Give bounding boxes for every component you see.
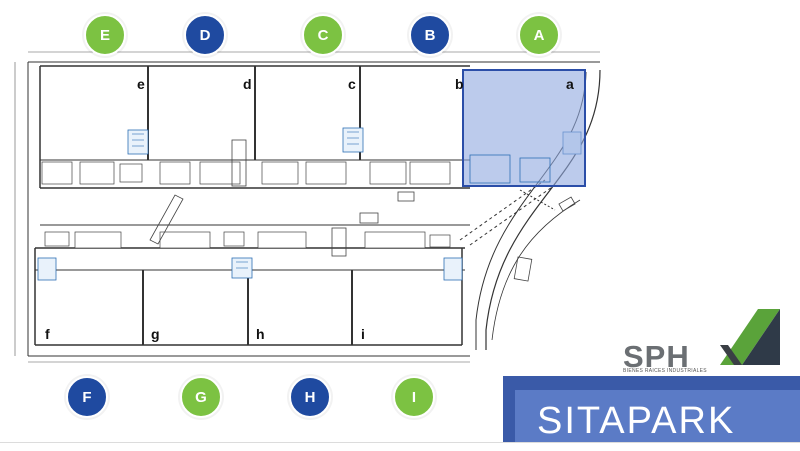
badge-d[interactable]: D xyxy=(184,14,226,56)
badge-f[interactable]: F xyxy=(66,376,108,418)
unit-a-highlight[interactable] xyxy=(462,69,586,187)
badge-c[interactable]: C xyxy=(302,14,344,56)
unit-label-e: e xyxy=(137,76,145,92)
sph-check-icon xyxy=(720,309,780,365)
badge-label: E xyxy=(99,26,110,44)
unit-label-d: d xyxy=(243,76,252,92)
logo-word: SPH xyxy=(623,339,690,374)
unit-label-b: b xyxy=(455,76,464,92)
unit-label-g: g xyxy=(151,326,160,342)
unit-label-f: f xyxy=(45,326,50,342)
badge-label: F xyxy=(82,388,92,406)
badge-label: G xyxy=(195,388,207,406)
badge-i[interactable]: I xyxy=(393,376,435,418)
badge-h[interactable]: H xyxy=(289,376,331,418)
badge-label: C xyxy=(317,26,329,44)
badge-a[interactable]: A xyxy=(518,14,560,56)
banner-panel xyxy=(515,390,800,442)
badge-label: D xyxy=(199,26,211,44)
unit-label-a: a xyxy=(566,76,574,92)
unit-label-c: c xyxy=(348,76,356,92)
badge-b[interactable]: B xyxy=(409,14,451,56)
unit-label-i: i xyxy=(361,326,365,342)
badge-label: A xyxy=(533,26,545,44)
unit-label-h: h xyxy=(256,326,265,342)
badge-label: I xyxy=(411,388,417,406)
badge-e[interactable]: E xyxy=(84,14,126,56)
badge-label: B xyxy=(424,26,436,44)
badge-label: H xyxy=(304,388,316,406)
banner-title: SITAPARK xyxy=(537,400,736,442)
logo-subtitle: BIENES RAICES INDUSTRIALES xyxy=(623,368,707,374)
sph-logo: SPH BIENES RAICES INDUSTRIALES xyxy=(610,305,790,377)
sitapark-banner: SITAPARK xyxy=(503,376,800,442)
badge-g[interactable]: G xyxy=(180,376,222,418)
bottom-divider xyxy=(0,442,800,443)
